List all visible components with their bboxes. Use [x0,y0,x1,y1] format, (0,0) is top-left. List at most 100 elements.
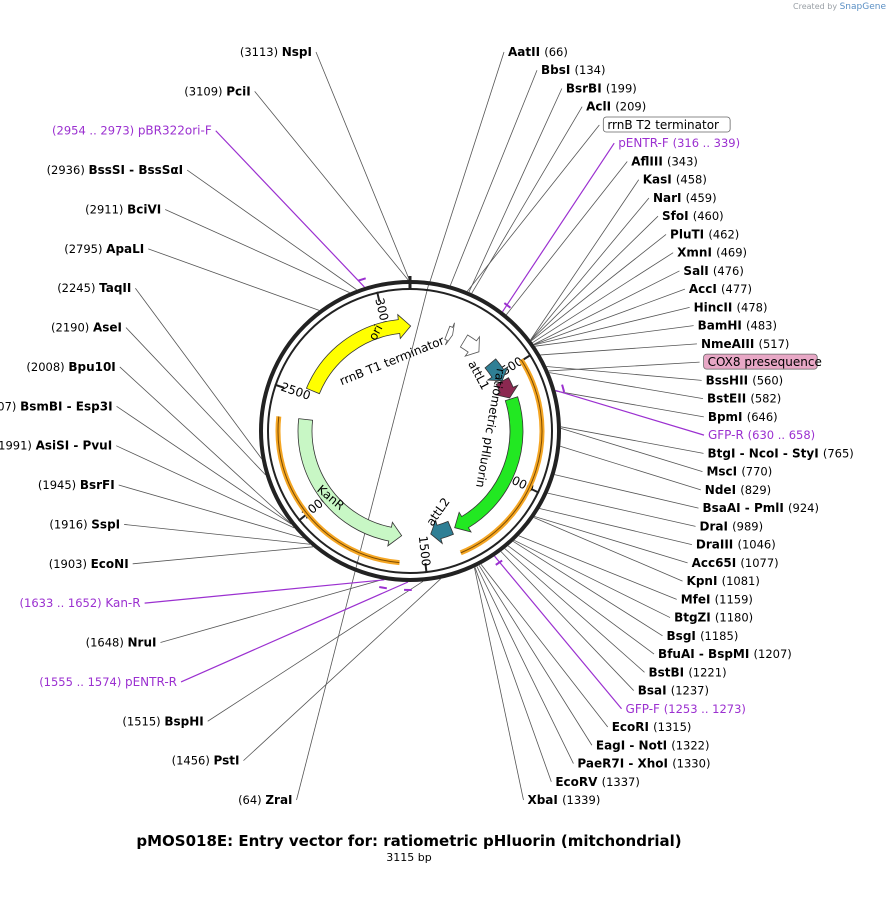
site-econi[interactable]: (1903) EcoNI [49,557,129,571]
site-label-kasi: KasI (458) [643,173,707,187]
site-label-draiii: DraIII (1046) [696,538,776,552]
site-label-paer7i-xhoi: PaeR7I - XhoI (1330) [577,757,710,771]
site-asisi-pvui[interactable]: (1991) AsiSI - PvuI [0,439,112,453]
site-sfoi[interactable]: SfoI (460) [662,209,724,223]
site-asei[interactable]: (2190) AseI [51,321,122,335]
site-gfp-r[interactable]: GFP-R (630 .. 658) [708,428,815,442]
site-label-asisi-pvui: (1991) AsiSI - PvuI [0,439,112,453]
feature-rrnb-t2-terminator [444,322,455,346]
site-btgi-ncoi-styi[interactable]: BtgI - NcoI - StyI (765) [708,446,854,460]
leader-cox8-presequence [548,361,700,372]
site-nspi[interactable]: (3113) NspI [240,45,312,59]
site-label-hincii: HincII (478) [694,300,768,314]
site-bsphi[interactable]: (1515) BspHI [122,714,203,728]
site-xmni[interactable]: XmnI (469) [677,246,747,260]
site-bsaai-pmli[interactable]: BsaAI - PmlI (924) [702,501,818,515]
site-mfei[interactable]: MfeI (1159) [681,592,753,606]
leader-eagi-noti [478,565,593,746]
site-acc65i[interactable]: Acc65I (1077) [692,556,779,570]
site-aatii[interactable]: AatII (66) [508,45,568,59]
site-pentr-f[interactable]: pENTR-F (316 .. 339) [618,136,740,150]
feature-kanr [297,418,403,547]
site-ecori[interactable]: EcoRI (1315) [612,720,692,734]
site-bfuai-bspmi[interactable]: BfuAI - BspMI (1207) [658,647,792,661]
site-bsteii[interactable]: BstEII (582) [707,392,781,406]
leader-bsai [500,551,635,691]
site-label-bsmbi-esp3i: (2007) BsmBI - Esp3I [0,399,113,413]
leader-gfp-f [494,555,623,710]
site-pbr322ori-f[interactable]: (2954 .. 2973) pBR322ori-F [52,124,212,138]
site-taqii[interactable]: (2245) TaqII [57,281,131,295]
site-bsai[interactable]: BsaI (1237) [638,684,709,698]
site-kan-r[interactable]: (1633 .. 1652) Kan-R [20,596,141,610]
tick-3000 [376,291,381,302]
leader-nmeaiii [540,343,697,356]
site-bsrfi[interactable]: (1945) BsrFI [38,478,115,492]
leader-rrnb-t2-terminator [466,124,600,292]
site-label-pbr322ori-f: (2954 .. 2973) pBR322ori-F [52,124,212,138]
site-btgzi[interactable]: BtgZI (1180) [674,611,753,625]
site-bsrbi[interactable]: BsrBI (199) [566,81,637,95]
site-label-apali: (2795) ApaLI [64,242,144,256]
site-sspi[interactable]: (1916) SspI [49,517,120,531]
site-xbai[interactable]: XbaI (1339) [527,793,600,807]
site-bsssi-bsss-i[interactable]: (2936) BssSI - BssSαI [47,163,184,177]
site-bamhi[interactable]: BamHI (483) [698,319,777,333]
site-bstbi[interactable]: BstBI (1221) [648,665,726,679]
site-label-gfp-f: GFP-F (1253 .. 1273) [626,702,746,716]
site-label-sfoi: SfoI (460) [662,209,724,223]
site-hincii[interactable]: HincII (478) [694,300,768,314]
site-labels: AatII (66) BbsI (134) BsrBI (199) AclI (209… [0,45,854,807]
site-bpmi[interactable]: BpmI (646) [708,410,778,424]
leader-pbr322ori-f [215,130,365,288]
site-psti[interactable]: (1456) PstI [172,754,240,768]
site-drai[interactable]: DraI (989) [700,519,764,533]
site-kpni[interactable]: KpnI (1081) [687,574,760,588]
site-draiii[interactable]: DraIII (1046) [696,538,776,552]
site-acli[interactable]: AclI (209) [586,100,646,114]
site-label-taqii: (2245) TaqII [57,281,131,295]
site-gfp-f[interactable]: GFP-F (1253 .. 1273) [626,702,746,716]
site-bcivi[interactable]: (2911) BciVI [85,202,161,216]
site-cox8-presequence[interactable]: COX8 presequence [703,353,822,370]
site-bsgi[interactable]: BsgI (1185) [667,629,739,643]
site-msci[interactable]: MscI (770) [706,465,772,479]
map-title: pMOS018E: Entry vector for: ratiometric … [136,832,682,850]
leader-ecori [480,564,609,728]
map-length: 3115 bp [386,851,432,864]
site-kasi[interactable]: KasI (458) [643,173,707,187]
site-afliii[interactable]: AflIII (343) [631,154,698,168]
site-label-bsai: BsaI (1237) [638,684,709,698]
site-ndei[interactable]: NdeI (829) [705,483,771,497]
site-label-bsshii: BssHII (560) [706,373,784,387]
site-ecorv[interactable]: EcoRV (1337) [555,775,640,789]
site-pluti[interactable]: PluTI (462) [670,227,739,241]
site-leader-lines [116,51,705,801]
site-rrnb-t2-terminator[interactable]: rrnB T2 terminator [602,116,731,133]
site-label-xbai: XbaI (1339) [527,793,600,807]
leader-sali [533,270,680,345]
site-zrai[interactable]: (64) ZraI [238,793,292,807]
site-label-bpu10i: (2008) Bpu10I [26,360,115,374]
feature-rrnb-t1-terminator [459,334,480,357]
site-nrui[interactable]: (1648) NruI [86,636,157,650]
orf-highlights [275,358,545,566]
site-bsmbi-esp3i[interactable]: (2007) BsmBI - Esp3I [0,399,113,413]
site-pentr-r[interactable]: (1555 .. 1574) pENTR-R [39,675,177,689]
leader-bpmi [555,390,704,418]
site-apali[interactable]: (2795) ApaLI [64,242,144,256]
tick-label-1500: 1500 [416,535,433,567]
site-bbsi[interactable]: BbsI (134) [541,63,605,77]
site-bsshii[interactable]: BssHII (560) [706,373,784,387]
site-pcii[interactable]: (3109) PciI [184,84,250,98]
site-paer7i-xhoi[interactable]: PaeR7I - XhoI (1330) [577,757,710,771]
site-sali[interactable]: SalI (476) [683,264,743,278]
site-acci[interactable]: AccI (477) [689,282,752,296]
site-nari[interactable]: NarI (459) [653,191,717,205]
feature-label-ori: ori [366,322,386,342]
site-bpu10i[interactable]: (2008) Bpu10I [26,360,115,374]
site-nmeaiii[interactable]: NmeAIII (517) [701,337,789,351]
site-eagi-noti[interactable]: EagI - NotI (1322) [596,738,710,752]
site-label-psti: (1456) PstI [172,754,240,768]
orf-highlight-line-0 [460,359,543,554]
